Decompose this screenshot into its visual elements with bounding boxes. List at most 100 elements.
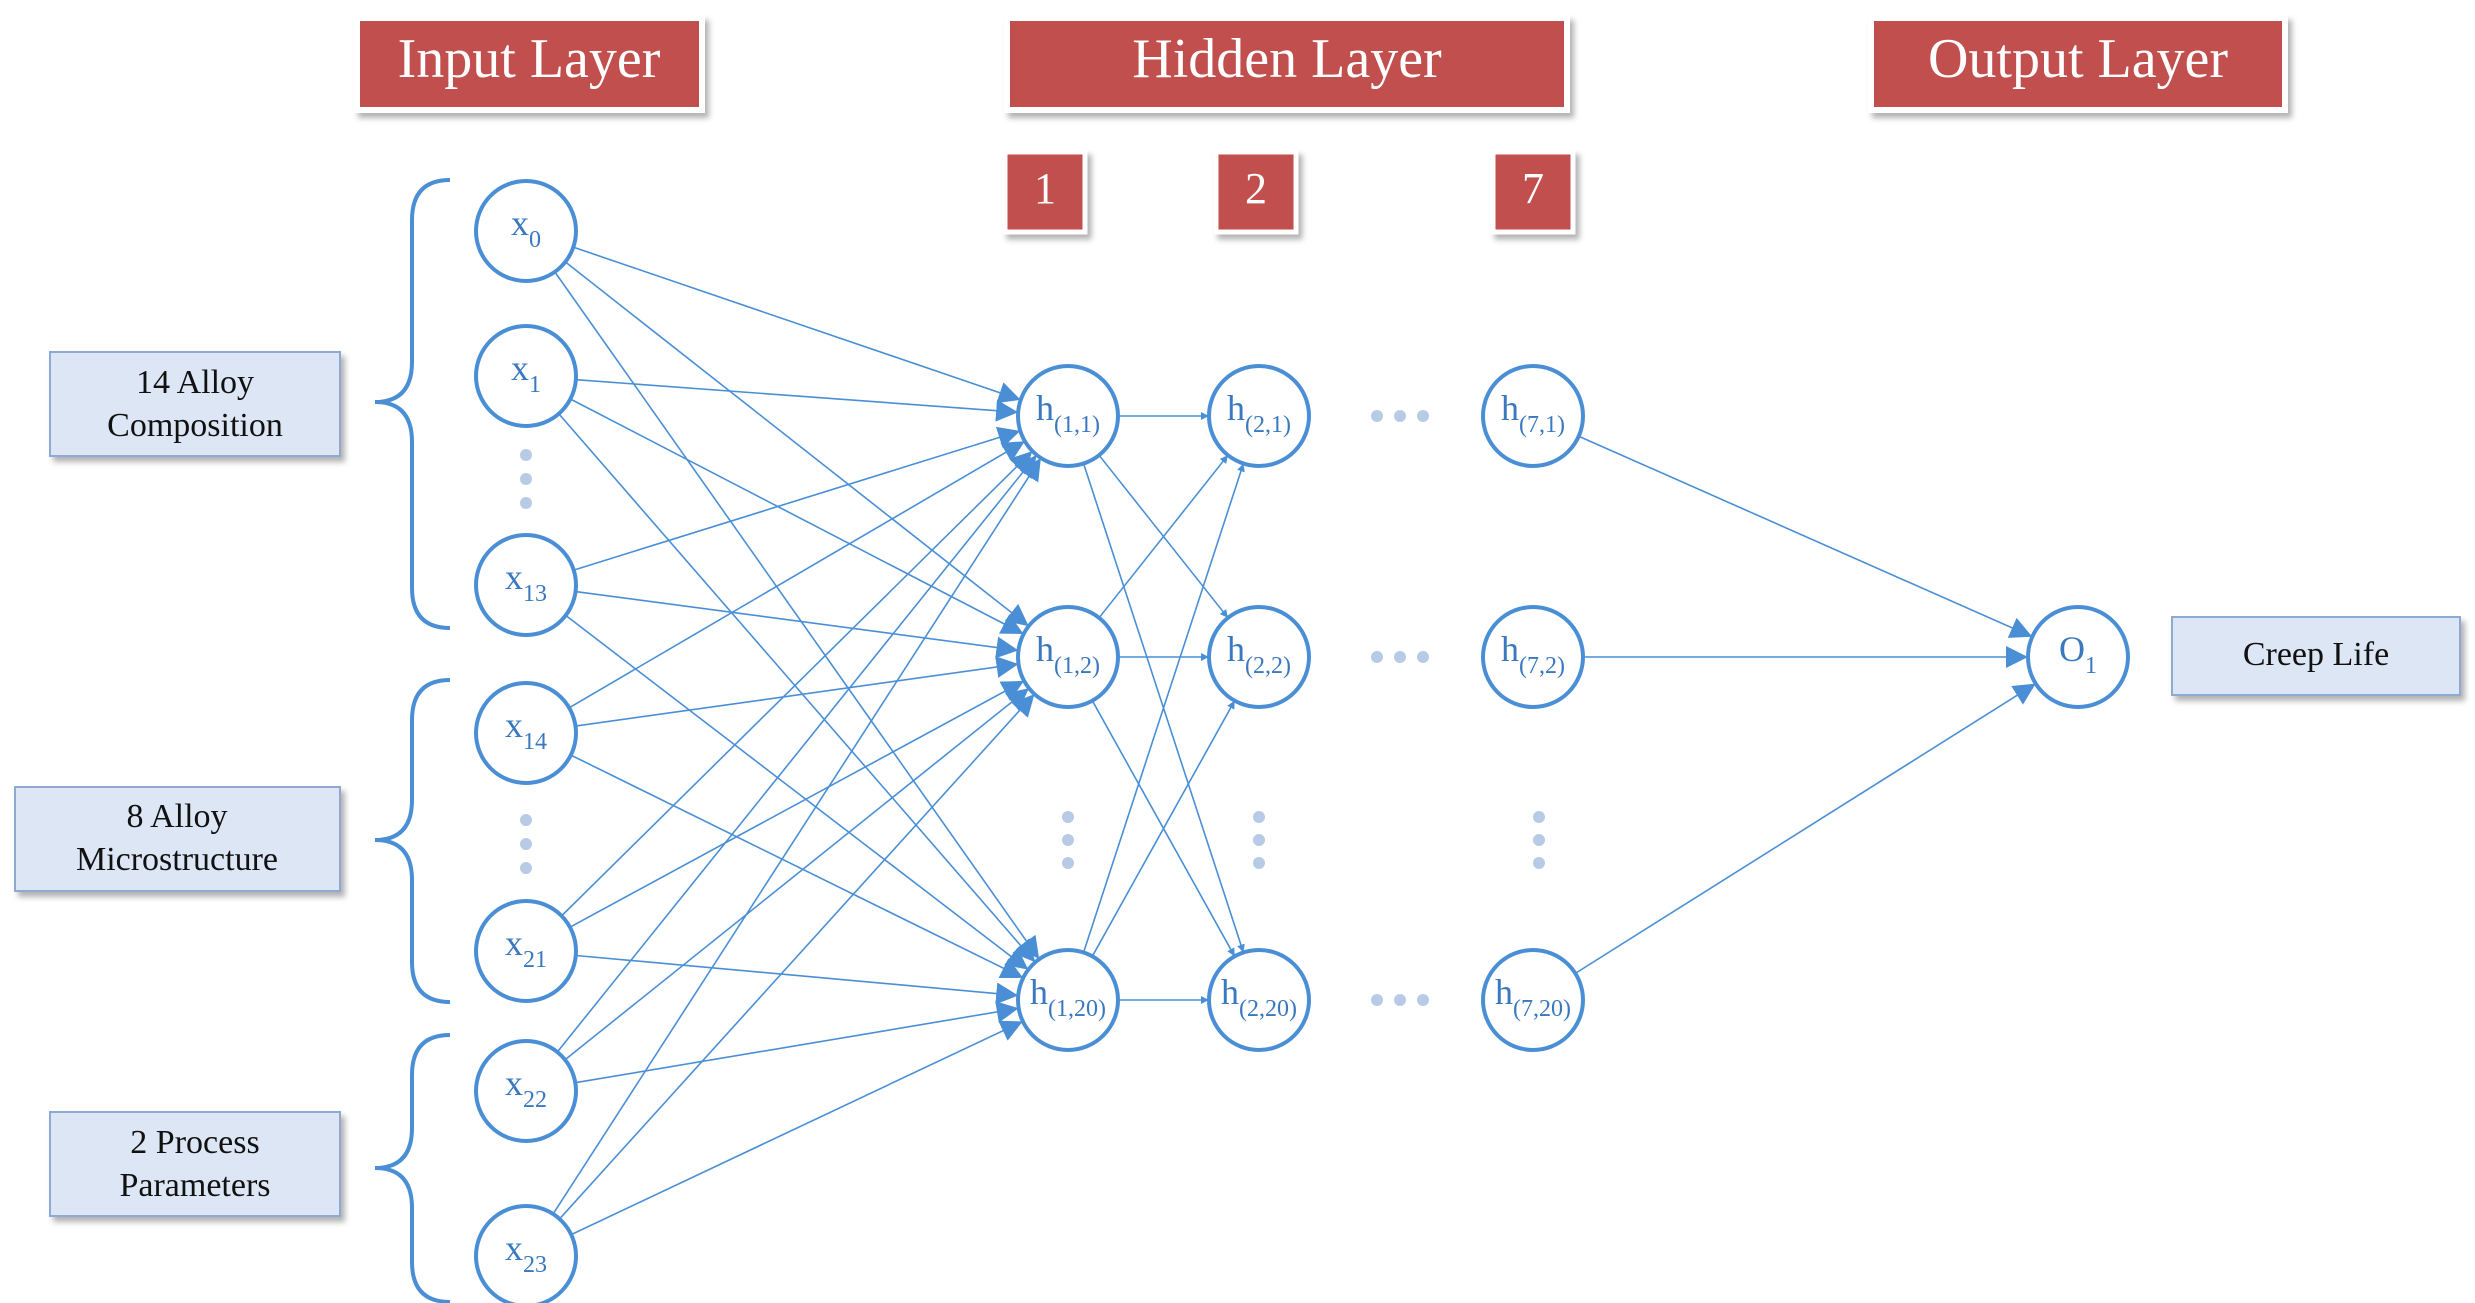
hidden-node-2-1: h(7,2): [1481, 605, 1585, 709]
node-circle: [1016, 605, 1120, 709]
node-label: h(2,2): [1227, 629, 1291, 679]
connection-input-1-hidden1-0: [575, 378, 1019, 422]
ellipsis-dot: [1394, 410, 1406, 422]
connection-input-2-hidden1-1: [575, 590, 1019, 659]
hidden-node-1-2: h(2,20): [1207, 948, 1311, 1052]
node-circle: [1207, 605, 1311, 709]
nodes: x0x1x13x14x21x22x23h(1,1)h(1,2)h(1,20)h(…: [474, 179, 2130, 1303]
brace-microstructure: [374, 678, 451, 1004]
group-braces: [374, 178, 451, 1303]
ellipsis-dot: [1062, 811, 1074, 823]
hidden-layer-number: 2: [1245, 164, 1267, 213]
connection-input-5-hidden1-0: [556, 454, 1038, 1053]
connection-input-6-hidden1-0: [552, 457, 1042, 1215]
hidden-node-1-1: h(2,2): [1207, 605, 1311, 709]
connection-input-6-hidden1-1: [558, 693, 1036, 1220]
group-label-line1: 14 Alloy: [136, 364, 254, 401]
connection-input-0-hidden1-2: [554, 271, 1040, 960]
input-node-x22: x22: [474, 1039, 578, 1143]
ellipsis-dot: [520, 497, 532, 509]
ellipsis-dot: [520, 814, 532, 826]
ellipsis-dot: [1417, 651, 1429, 663]
hidden-layer-number-1: 1: [1002, 149, 1088, 235]
output-layer-header: Output Layer: [1868, 15, 2288, 113]
ellipsis-dot: [1533, 834, 1545, 846]
node-circle: [1481, 364, 1585, 468]
node-label: h(1,20): [1030, 972, 1106, 1022]
output-node: O1: [2026, 605, 2130, 709]
node-circle: [1481, 948, 1585, 1052]
hidden-node-2-2: h(7,20): [1481, 948, 1585, 1052]
input-node-x21: x21: [474, 899, 578, 1003]
ellipsis-dot: [1533, 811, 1545, 823]
connection-hidden1-2-hidden2-0: [1082, 463, 1245, 953]
ellipsis-dot: [1417, 410, 1429, 422]
hidden-layer-number: 1: [1034, 164, 1056, 213]
node-circle: [474, 533, 578, 637]
group-label-line1: 2 Process: [130, 1124, 259, 1161]
connection-input-5-hidden1-1: [564, 687, 1030, 1061]
brace-process: [374, 1033, 451, 1303]
connection-input-4-hidden1-0: [561, 450, 1033, 917]
node-circle: [2026, 605, 2130, 709]
ellipsis-dot: [1253, 857, 1265, 869]
node-label: h(1,1): [1036, 388, 1100, 438]
node-circle: [474, 899, 578, 1003]
node-circle: [1016, 948, 1120, 1052]
hidden-node-0-0: h(1,1): [1016, 364, 1120, 468]
connections: [552, 246, 2037, 1236]
hidden-node-1-0: h(2,1): [1207, 364, 1311, 468]
connection-input-3-hidden1-1: [575, 656, 1019, 727]
connection-input-0-hidden1-1: [564, 261, 1030, 627]
input-group-microstructure: 8 Alloy Microstructure: [14, 786, 341, 892]
node-label: h(2,20): [1221, 972, 1297, 1022]
ellipsis-dot: [520, 473, 532, 485]
node-label: x21: [505, 923, 547, 973]
connection-hidden7-0-output: [1578, 435, 2033, 638]
input-layer-header: Input Layer: [354, 15, 705, 113]
node-circle: [474, 179, 578, 283]
input-node-x0: x0: [474, 179, 578, 283]
connection-input-5-hidden1-2: [575, 1001, 1019, 1084]
node-circle: [1207, 364, 1311, 468]
group-label-line2: Microstructure: [76, 841, 278, 878]
ellipsis-dot: [1417, 994, 1429, 1006]
group-label-line2: Parameters: [119, 1167, 270, 1204]
ellipsis-dot: [520, 449, 532, 461]
node-label: x0: [511, 203, 541, 253]
ellipsis-dot: [520, 862, 532, 874]
ellipsis-dot: [1062, 834, 1074, 846]
ellipsis-dot: [1394, 651, 1406, 663]
connection-input-1-hidden1-1: [570, 398, 1024, 635]
hidden-layer-title: Hidden Layer: [1132, 28, 1442, 90]
connection-input-0-hidden1-0: [573, 246, 1021, 404]
output-label-box: Creep Life: [2171, 616, 2461, 696]
connection-hidden1-1-hidden2-0: [1098, 454, 1229, 619]
input-group-composition: 14 Alloy Composition: [49, 351, 341, 457]
connection-input-6-hidden1-2: [570, 1020, 1024, 1236]
group-label-line1: 8 Alloy: [126, 798, 227, 835]
connection-input-4-hidden1-2: [575, 954, 1019, 1005]
node-circle: [474, 1039, 578, 1143]
ellipsis-dot: [520, 838, 532, 850]
connection-input-2-hidden1-0: [573, 426, 1021, 571]
hidden-node-0-2: h(1,20): [1016, 948, 1120, 1052]
hidden-layer-number-2: 2: [1213, 149, 1299, 235]
input-layer-title: Input Layer: [398, 28, 661, 90]
hidden-node-0-1: h(1,2): [1016, 605, 1120, 709]
connection-hidden7-2-output: [1574, 682, 2037, 975]
node-circle: [1016, 364, 1120, 468]
group-label-line2: Composition: [107, 407, 283, 444]
node-label: x13: [505, 557, 547, 607]
connection-input-1-hidden1-2: [558, 413, 1036, 963]
input-group-process: 2 Process Parameters: [49, 1111, 341, 1217]
hidden-layer-number: 7: [1522, 164, 1544, 213]
node-label: x23: [505, 1228, 547, 1278]
node-label: h(1,2): [1036, 629, 1100, 679]
ellipsis-dot: [1371, 651, 1383, 663]
input-node-x13: x13: [474, 533, 578, 637]
ellipsis-dot: [1253, 811, 1265, 823]
ellipsis-dot: [1371, 410, 1383, 422]
output-label: Creep Life: [2243, 636, 2389, 673]
